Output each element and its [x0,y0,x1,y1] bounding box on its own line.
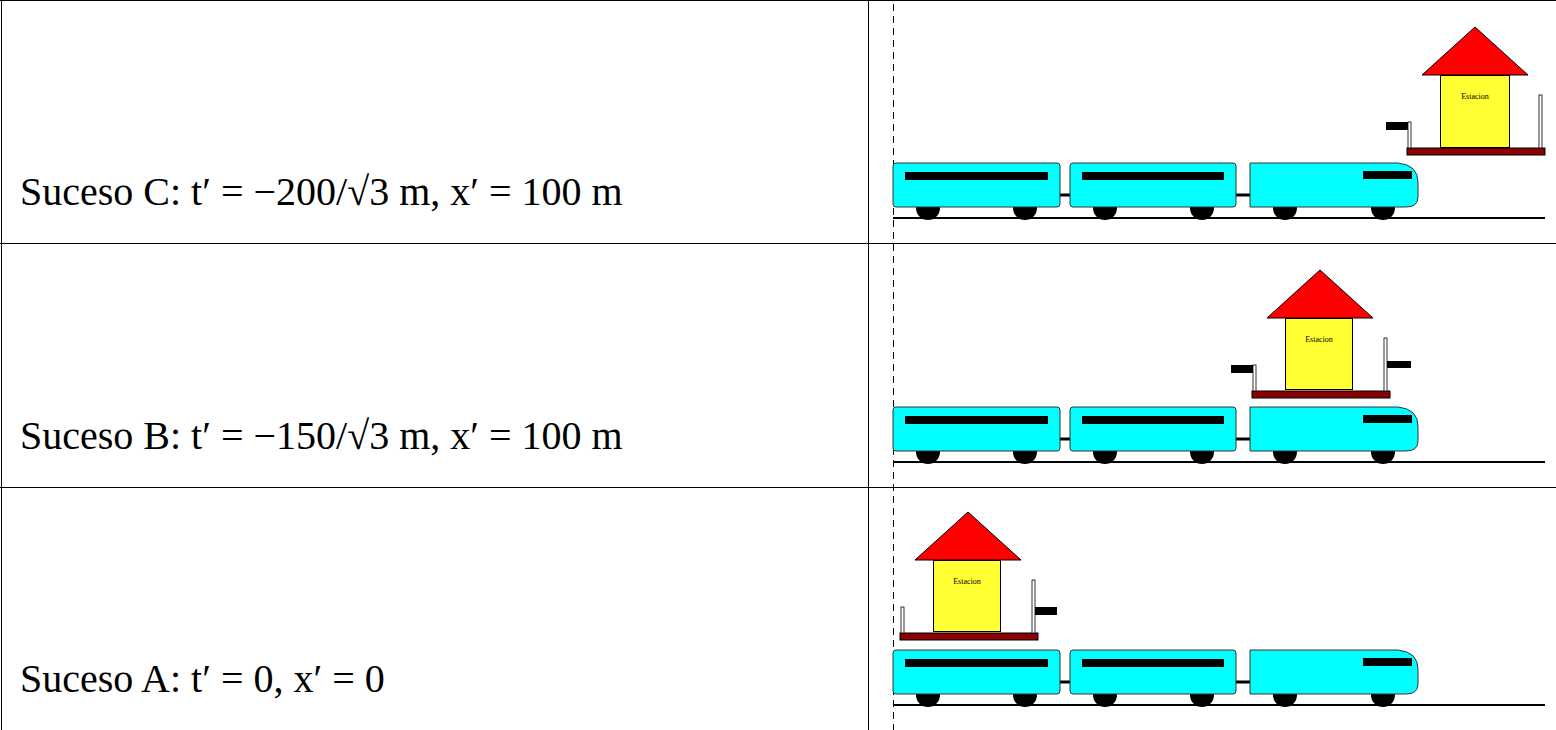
station-label: Estacion [1441,76,1509,102]
station-label: Estacion [1286,319,1352,345]
table-rule [0,487,1556,488]
flag [1231,365,1253,373]
flag [1386,122,1408,130]
reference-line [893,4,894,730]
station-label: Estacion [934,561,1000,587]
station-symbol [1407,27,1545,155]
train [893,407,1545,464]
table-rule [868,0,869,730]
table-rule [1,0,2,730]
train [893,650,1545,707]
flag [1387,361,1411,368]
station-building: Estacion [1285,318,1353,390]
station-building: Estacion [933,560,1001,632]
station-building: Estacion [1440,75,1510,148]
station-symbol [1252,270,1390,398]
table-cell: Suceso B: t′ = −150/√3 m, x′ = 100 m [20,414,623,458]
station-symbol [900,512,1038,640]
table-rule [0,0,1556,1]
table-cell: Suceso A: t′ = 0, x′ = 0 [20,657,385,701]
train [893,163,1545,220]
flag [1035,607,1057,615]
table-cell: Suceso C: t′ = −200/√3 m, x′ = 100 m [20,170,623,214]
table-rule [0,243,1556,244]
